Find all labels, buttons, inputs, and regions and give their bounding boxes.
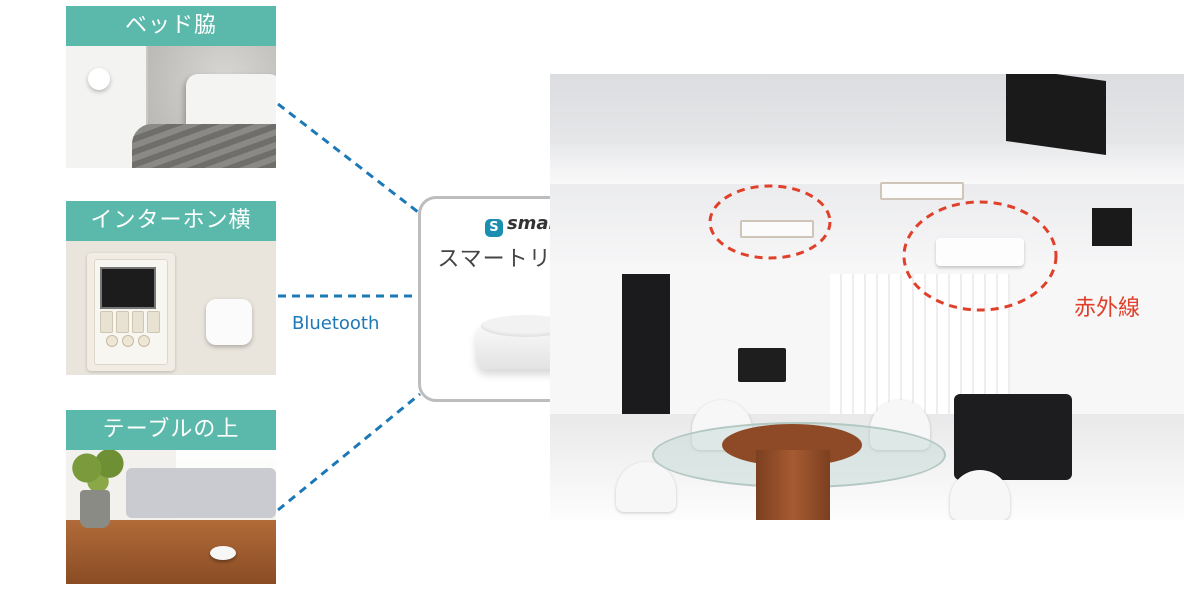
placement-panel-table: テーブルの上 bbox=[66, 410, 276, 584]
brand-mark-icon: S bbox=[484, 219, 503, 237]
television bbox=[738, 348, 786, 382]
device-puck-icon bbox=[206, 299, 252, 345]
placement-label: インターホン横 bbox=[66, 201, 276, 241]
bluetooth-line-bedside bbox=[277, 102, 419, 214]
intercom-photo bbox=[66, 241, 276, 375]
bedside-photo bbox=[66, 46, 276, 168]
speaker-icon bbox=[1092, 208, 1132, 246]
placement-panel-intercom: インターホン横 bbox=[66, 201, 276, 375]
table-photo bbox=[66, 450, 276, 584]
chair bbox=[950, 470, 1010, 520]
highlight-ceiling-light bbox=[708, 184, 832, 260]
air-conditioner bbox=[936, 238, 1024, 266]
bluetooth-label: Bluetooth bbox=[292, 313, 380, 334]
ceiling-light bbox=[740, 220, 814, 238]
sofa bbox=[954, 394, 1072, 480]
highlight-air-conditioner bbox=[902, 200, 1058, 312]
infrared-label: 赤外線 bbox=[1074, 296, 1141, 321]
door bbox=[622, 274, 670, 434]
room-photo bbox=[550, 74, 1184, 520]
bluetooth-line-table bbox=[277, 392, 421, 512]
ceiling-light bbox=[880, 182, 964, 200]
device-puck-icon bbox=[210, 546, 236, 560]
chair bbox=[616, 462, 676, 512]
placement-panel-bedside: ベッド脇 bbox=[66, 6, 276, 168]
device-puck-icon bbox=[88, 68, 110, 90]
placement-label: テーブルの上 bbox=[66, 410, 276, 450]
placement-label: ベッド脇 bbox=[66, 6, 276, 46]
